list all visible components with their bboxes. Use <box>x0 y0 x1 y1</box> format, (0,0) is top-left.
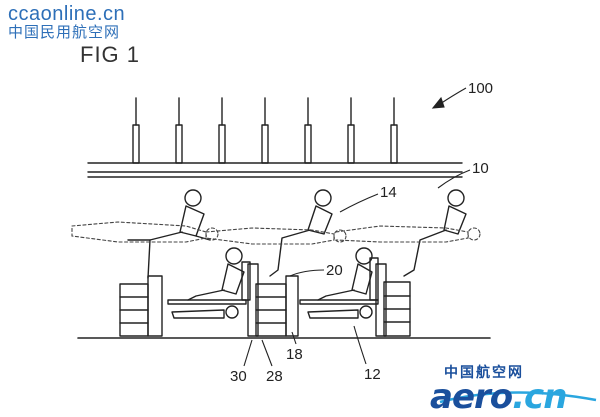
watermark-bottom: 中国航空网 aero.cn <box>430 362 567 414</box>
ceiling-rods <box>132 97 398 164</box>
rod <box>390 97 398 164</box>
seat-stack-left <box>119 275 163 337</box>
rod <box>347 97 355 164</box>
seat-stack-middle <box>247 263 299 337</box>
lower-passenger-right <box>317 247 373 301</box>
leader-14 <box>339 193 379 213</box>
watermark-top: ccaonline.cn 中国民用航空网 <box>8 4 125 41</box>
lower-seat-back-left <box>241 261 251 301</box>
lying-passenger-left <box>167 299 247 319</box>
rod <box>132 97 140 164</box>
ref-20: 20 <box>326 262 343 279</box>
watermark-logo: aero.cn <box>430 380 567 414</box>
ceiling-panel <box>87 162 463 178</box>
watermark-url: ccaonline.cn <box>8 3 126 25</box>
leader-18 <box>291 331 297 345</box>
ref-100: 100 <box>468 80 494 97</box>
reclined-outline-right <box>335 225 481 243</box>
logo-aero: aero <box>430 377 513 417</box>
leader-100 <box>439 87 467 105</box>
leader-30 <box>243 339 253 367</box>
ref-10: 10 <box>472 160 489 177</box>
leader-20 <box>289 269 325 277</box>
ref-12: 12 <box>364 366 381 383</box>
upper-passenger-left <box>127 189 211 279</box>
ref-28: 28 <box>266 368 283 385</box>
leader-10 <box>437 169 471 189</box>
figure-label: FIG 1 <box>80 42 141 67</box>
watermark-bottom-chinese: 中国航空网 <box>444 365 524 381</box>
logo-cn: .cn <box>512 377 567 417</box>
rod <box>175 97 183 164</box>
arrow-100 <box>431 96 445 109</box>
watermark-chinese: 中国民用航空网 <box>8 23 121 41</box>
watermark-swoosh <box>439 391 597 404</box>
reclined-outline-middle <box>205 227 347 245</box>
leader-12 <box>353 325 367 365</box>
rod <box>218 97 226 164</box>
lying-passenger-right <box>299 299 379 319</box>
lower-passenger-left <box>187 247 245 301</box>
ref-18: 18 <box>286 346 303 363</box>
leader-28 <box>261 339 273 367</box>
upper-passenger-middle <box>269 189 333 277</box>
upper-passenger-right <box>403 189 467 277</box>
rod <box>261 97 269 164</box>
rod <box>304 97 312 164</box>
ref-30: 30 <box>230 368 247 385</box>
reclined-outline-left <box>71 221 219 243</box>
ref-14: 14 <box>380 184 397 201</box>
